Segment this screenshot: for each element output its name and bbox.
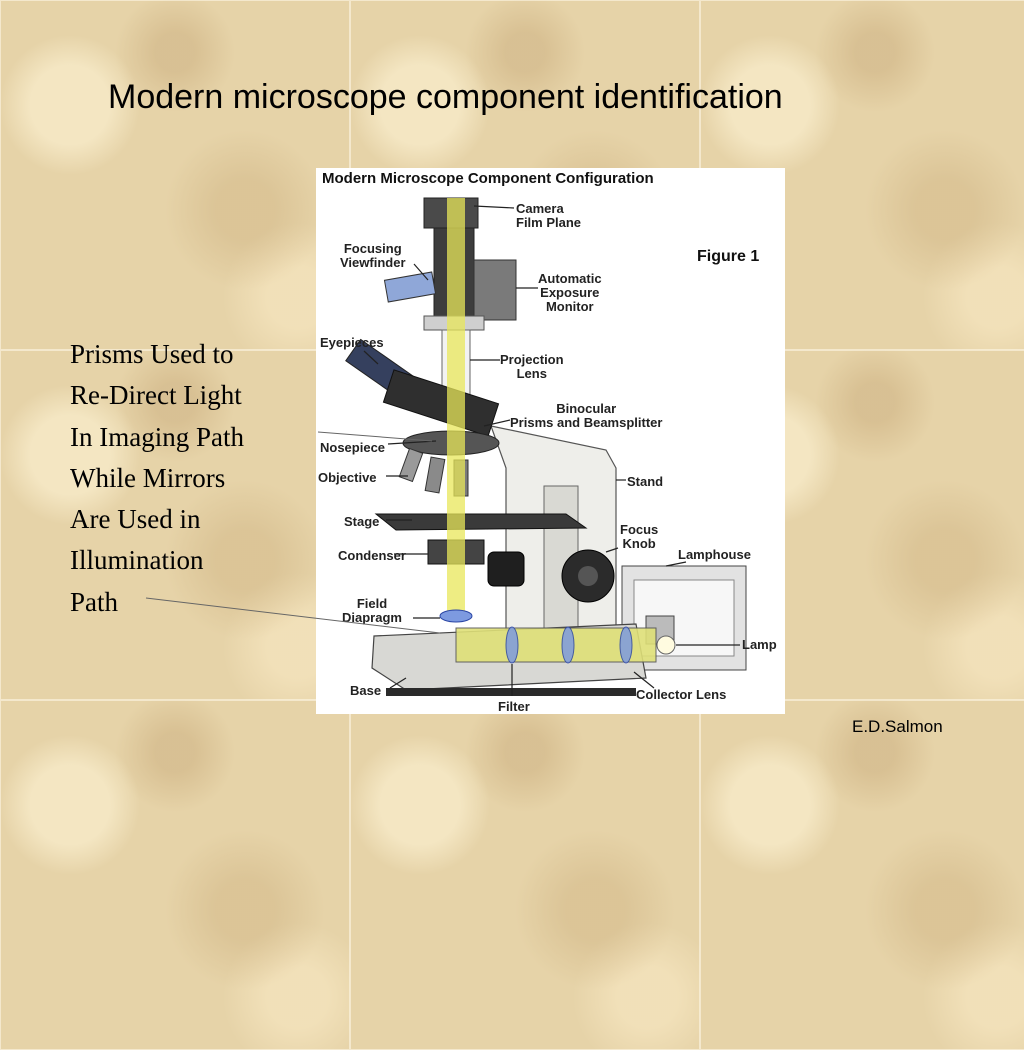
figure-title: Modern Microscope Component Configuratio… [322,170,654,187]
caption-pointer-lines [145,431,441,634]
objective-lens [398,447,424,483]
leader-lines [363,205,740,696]
viewfinder-tube [383,271,437,303]
caption-line: While Mirrors [70,462,226,493]
label-stage: Stage [344,514,380,529]
caption-line: Illumination [70,545,204,576]
label-lamphouse: Lamphouse [678,547,751,562]
caption-line: Path [70,586,119,617]
pointer-line-mirrors [145,597,441,634]
background-tile [0,350,350,700]
microscope-illustration [345,197,747,696]
caption-line: Re-Direct Light [70,380,242,411]
base-foot [386,688,636,696]
objective-lens [424,456,446,494]
caption-line: Prisms Used to [70,339,234,369]
binocular-head [382,369,500,437]
focus-knob-center [578,566,598,586]
label-objective: Objective [318,470,377,485]
collector-lens-a [561,626,575,664]
label-focus-knob: Focus Knob [620,522,659,551]
caption-line: In Imaging Path [70,421,244,452]
label-field-diaphragm: Field Diapragm [342,596,402,625]
imaging-light-path [447,198,465,618]
label-focusing-viewfinder: Focusing Viewfinder [340,241,406,270]
filter-lens [505,626,519,664]
microscope-figure: Modern Microscope Component Configuratio… [316,168,785,714]
caption-text: Prisms Used to Re-Direct Light In Imagin… [70,334,310,623]
background-tile [0,0,350,350]
label-base: Base [350,683,382,698]
caption-line: Are Used in [70,504,201,535]
label-filter: Filter [498,699,530,714]
collector-lens-b [619,626,633,664]
label-automatic-exposure-monitor: Automatic Exposure Monitor [538,271,602,314]
condenser-knob [487,551,525,587]
stage-plate [374,513,588,531]
label-collector-lens: Collector Lens [636,687,727,702]
label-stand: Stand [627,474,664,489]
label-eyepieces: Eyepieces [320,335,384,350]
pointer-line-prisms [317,431,433,442]
slide-title: Modern microscope component identificati… [108,78,783,116]
lamp-bulb [656,635,676,655]
label-binocular-prisms: Binocular Prisms and Beamsplitter [510,401,663,430]
figure-number: Figure 1 [697,248,760,265]
author-credit: E.D.Salmon [852,717,943,736]
label-nosepiece: Nosepiece [320,440,386,455]
label-condenser: Condenser [338,548,406,563]
exposure-monitor [473,259,517,321]
field-diaphragm-lens [439,609,473,623]
label-projection-lens: Projection Lens [500,352,564,381]
label-camera: Camera Film Plane [516,201,582,230]
label-lamp: Lamp [742,637,777,652]
